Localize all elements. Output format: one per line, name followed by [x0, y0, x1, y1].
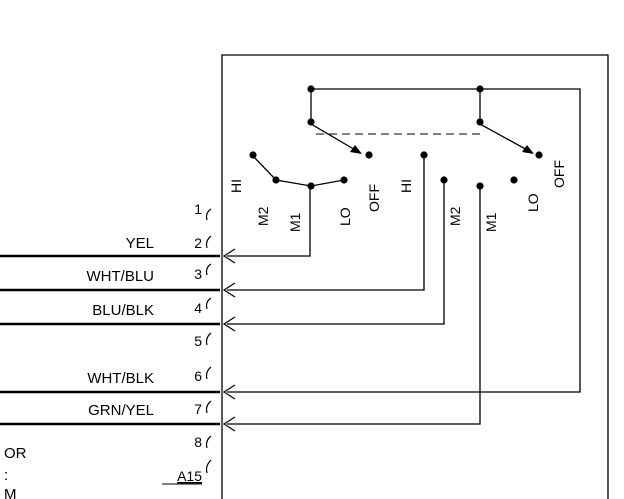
- internal-wire-m2-right: [227, 180, 445, 325]
- left-switch-labels: HI M2 M1 LO OFF: [228, 179, 382, 232]
- pin-number: 2: [194, 235, 202, 251]
- left-blade: [310, 123, 358, 152]
- right-blade: [479, 123, 530, 152]
- wire-label-wht-blu: WHT/BLU: [87, 268, 155, 285]
- internal-wire-m1-right: [227, 186, 481, 425]
- right-label-lo: LO: [525, 193, 541, 212]
- left-label-off: OFF: [366, 184, 382, 212]
- blade-arrowheads: [350, 145, 534, 154]
- right-label-m1: M1: [483, 212, 499, 232]
- pin-number: 4: [194, 300, 202, 316]
- edge-text-line: M: [4, 486, 17, 499]
- pin-numbers: 1 2 3 4 5 6 7 8: [194, 201, 202, 450]
- right-label-hi: HI: [398, 179, 414, 193]
- pin-number: 1: [194, 201, 202, 217]
- switch-blades: [252, 123, 530, 187]
- internal-wire-hi-right: [227, 155, 425, 291]
- pin-number: 6: [194, 368, 202, 384]
- left-label-m1: M1: [287, 212, 303, 232]
- right-switch-labels: HI M2 M1 LO OFF: [398, 160, 567, 232]
- wire-label-grn-yel: GRN/YEL: [88, 402, 154, 419]
- edge-text-line: :: [4, 467, 8, 484]
- internal-wiring: [227, 88, 581, 425]
- contact-dots: [249, 85, 543, 190]
- right-label-m2: M2: [447, 206, 463, 226]
- right-label-off: OFF: [551, 160, 567, 188]
- pin-number: 8: [194, 434, 202, 450]
- pin-number: 3: [194, 266, 202, 282]
- wire-label-wht-blk: WHT/BLK: [87, 370, 154, 387]
- switch-housing: [221, 54, 609, 499]
- edge-text-line: OR: [4, 445, 27, 462]
- left-resistor-chain: [252, 155, 345, 187]
- connector-id: A15: [177, 468, 202, 484]
- internal-wire-feed: [227, 88, 581, 393]
- left-label-hi: HI: [228, 179, 244, 193]
- wire-color-labels: YEL WHT/BLU BLU/BLK WHT/BLK GRN/YEL: [87, 235, 155, 419]
- wire-label-yel: YEL: [126, 235, 154, 252]
- connector-arrows: [222, 248, 236, 432]
- connector-marks: [205, 208, 212, 474]
- left-label-lo: LO: [337, 207, 353, 226]
- pin-number: 5: [194, 333, 202, 349]
- pin-number: 7: [194, 401, 202, 417]
- internal-wire-m1-left: [227, 186, 311, 257]
- edge-text: OR : M: [4, 445, 27, 499]
- harness-wires: [0, 254, 220, 426]
- wire-label-blu-blk: BLU/BLK: [92, 302, 154, 319]
- left-label-m2: M2: [255, 206, 271, 226]
